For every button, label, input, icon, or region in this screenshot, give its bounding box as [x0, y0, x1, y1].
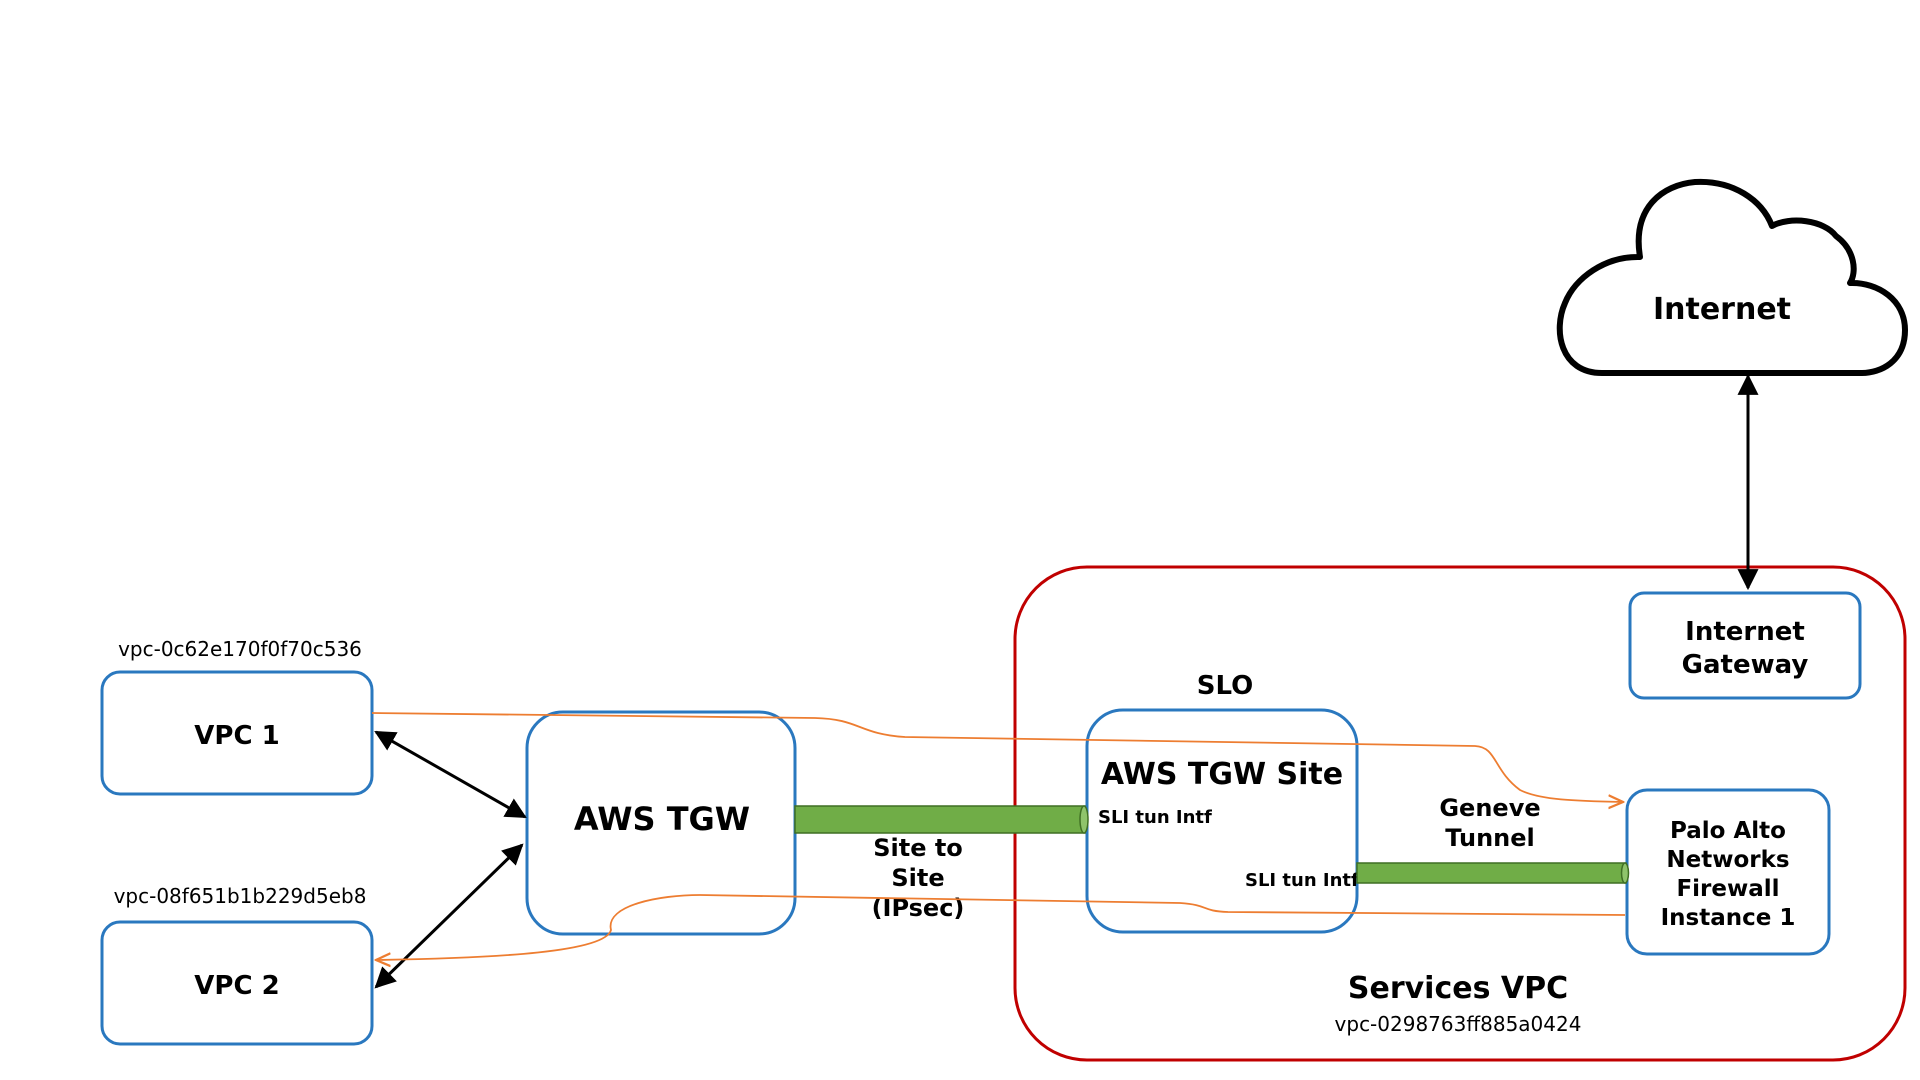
sli-tun-intf-right-label: SLI tun Intf — [1245, 870, 1359, 891]
internet-gateway-label-line2: Gateway — [1682, 650, 1809, 680]
aws-tgw-label: AWS TGW — [574, 800, 750, 838]
vpc2-tgw-link — [374, 843, 524, 989]
ipsec-label-line1: Site to — [873, 834, 963, 862]
cloud-icon — [1556, 178, 1908, 376]
firewall-label-line1: Palo Alto — [1670, 818, 1786, 844]
geneve-tunnel — [1356, 862, 1630, 884]
services-vpc-label: Services VPC — [1348, 971, 1568, 1006]
vpc2-id-label: vpc-08f651b1b229d5eb8 — [114, 884, 367, 908]
vpc1-tgw-link — [374, 730, 527, 819]
aws-tgw-site-label: AWS TGW Site — [1101, 757, 1343, 792]
vpc1-id-label: vpc-0c62e170f0f70c536 — [118, 637, 362, 661]
sli-tun-intf-left-label: SLI tun Intf — [1098, 807, 1212, 828]
slo-label: SLO — [1197, 671, 1253, 701]
ipsec-label-line2: Site — [891, 864, 944, 892]
traffic-flow-vpc1-to-firewall — [371, 712, 1623, 802]
traffic-flow-firewall-to-vpc2 — [376, 894, 1626, 960]
geneve-label-line1: Geneve — [1439, 794, 1540, 822]
internet-gateway-label-line1: Internet — [1685, 617, 1805, 647]
internet-gateway-box[interactable] — [1628, 591, 1862, 700]
internet-label: Internet — [1653, 292, 1791, 327]
firewall-label-line4: Instance 1 — [1661, 905, 1796, 931]
geneve-label-line2: Tunnel — [1445, 824, 1535, 852]
vpc1-label: VPC 1 — [194, 721, 279, 751]
ipsec-tunnel — [794, 805, 1089, 834]
vpc2-label: VPC 2 — [194, 971, 279, 1001]
vpc2-box[interactable] — [100, 920, 374, 1046]
firewall-label-line2: Networks — [1666, 847, 1789, 873]
firewall-label-line3: Firewall — [1676, 876, 1779, 902]
services-vpc-id-label: vpc-0298763ff885a0424 — [1335, 1012, 1582, 1036]
vpc1-box[interactable] — [100, 670, 374, 796]
